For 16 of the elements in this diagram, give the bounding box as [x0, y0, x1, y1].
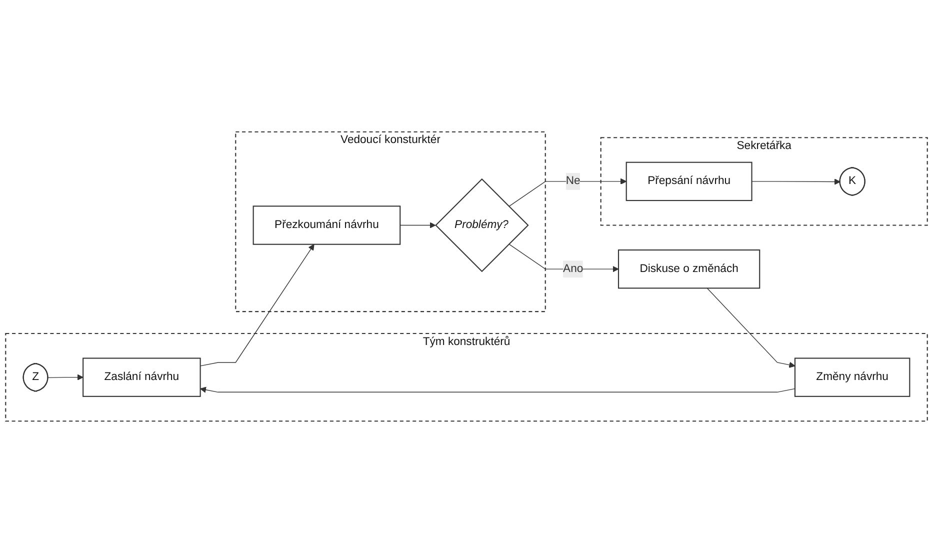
arrow: [48, 374, 84, 380]
arrow: [751, 178, 840, 185]
arrow: [200, 244, 314, 366]
arrow: [508, 244, 619, 272]
edge-label: Ano: [563, 262, 584, 275]
node-box: Zaslání návrhu: [82, 358, 201, 397]
node-box: Přezkoumání návrhu: [252, 206, 401, 245]
node-box: Změny návrhu: [794, 358, 910, 397]
node-diamond: Problémy?: [435, 178, 529, 272]
node-box: Diskuse o změnách: [618, 249, 760, 289]
arrow: [400, 222, 436, 228]
edge-label: Ne: [566, 175, 580, 188]
arrow: [200, 386, 796, 393]
arrow: [508, 178, 627, 207]
arrow: [706, 288, 796, 368]
node-box: Přepsání návrhu: [626, 162, 752, 202]
